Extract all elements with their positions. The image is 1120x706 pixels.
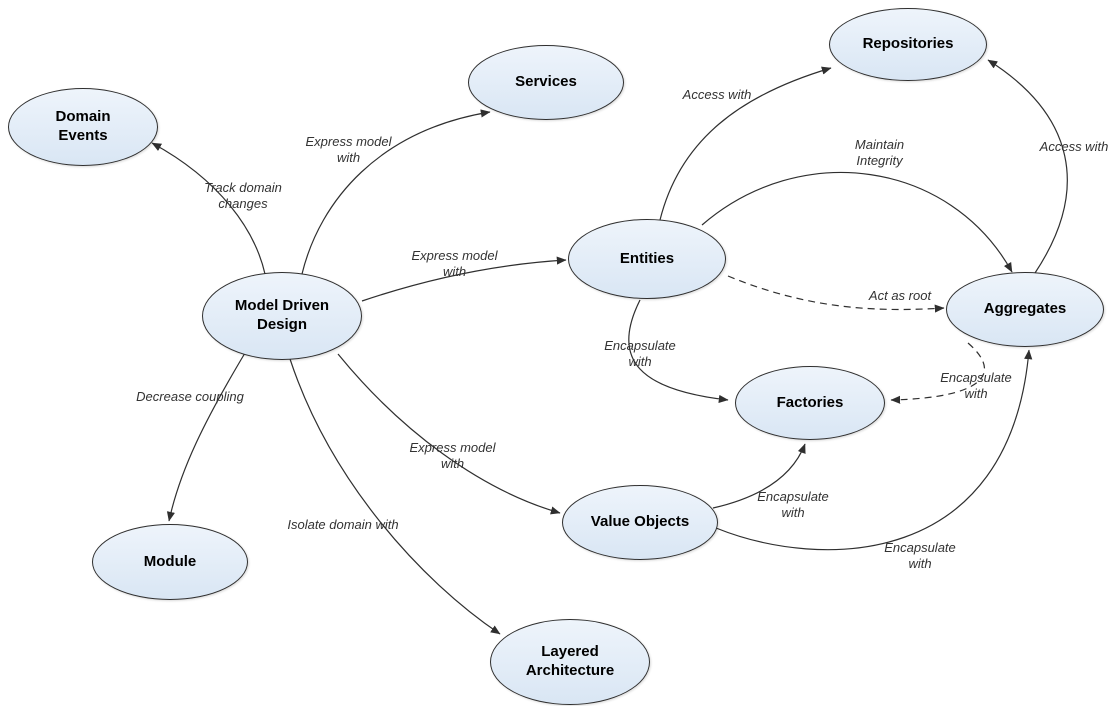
node-label-services: Services [515,73,577,91]
edge-value-objects-to-factories-line [712,443,806,509]
node-module: Module [92,524,248,600]
edge-aggregates-to-factories-line [890,342,986,404]
edge-label-encapsulate-with-aggregates-factories: Encapsulate with [940,370,1012,402]
node-label-value-objects: Value Objects [590,513,690,531]
edge-entities-to-aggregates-maintain-integrity-line [701,171,1013,273]
edge-label-act-as-root: Act as root [868,288,932,303]
edge-label-encapsulate-with-value-objects-aggregates: Encapsulate with [884,540,956,572]
node-domain-events: Domain Events [8,88,158,166]
node-model-driven-design: Model Driven Design [202,272,362,360]
edge-mdd-to-services-line [301,109,491,275]
node-label-model-driven-design: Model Driven Design [234,297,330,333]
edge-label-decrease-coupling: Decrease coupling [136,389,244,404]
edge-entities-to-aggregates-act-as-root-line [727,275,945,313]
node-aggregates: Aggregates [946,272,1104,347]
edge-label-access-with-aggregates: Access with [1039,139,1109,154]
node-services: Services [468,45,624,120]
edge-label-maintain-integrity: Maintain Integrity [854,137,905,169]
edge-label-encapsulate-with-entities-factories: Encapsulate with [604,338,676,370]
node-label-entities: Entities [619,249,675,267]
edge-mdd-to-value-objects-line [337,353,561,515]
edge-mdd-to-entities-line [361,256,567,302]
edge-label-track-domain-changes: Track domain changes [204,180,282,212]
node-entities: Entities [568,219,726,299]
edge-label-express-model-with-services: Express model with [305,134,392,166]
edge-entities-to-repositories-line [659,66,832,221]
edge-label-express-model-with-entities: Express model with [411,248,498,280]
edge-label-isolate-domain-with: Isolate domain with [287,517,399,532]
edge-value-objects-to-aggregates-line [715,349,1033,551]
node-repositories: Repositories [829,8,987,81]
edge-mdd-to-domain-events-line [151,142,266,275]
edge-mdd-to-layered-architecture-line [289,358,501,635]
edge-label-encapsulate-with-value-objects-factories: Encapsulate with [757,489,829,521]
node-layered-architecture: Layered Architecture [490,619,650,705]
edge-mdd-to-module-line [166,352,246,522]
node-label-module: Module [143,552,197,570]
node-label-layered-architecture: Layered Architecture [525,643,615,679]
node-label-domain-events: Domain Events [55,108,111,144]
edge-label-express-model-with-value-objects: Express model with [409,440,496,472]
node-label-aggregates: Aggregates [983,300,1067,318]
node-label-repositories: Repositories [862,35,954,53]
edge-label-access-with-entities: Access with [682,87,752,102]
edge-entities-to-factories-line [628,299,729,404]
node-label-factories: Factories [776,393,844,411]
node-factories: Factories [735,366,885,440]
edge-aggregates-to-repositories-line [987,59,1068,274]
node-value-objects: Value Objects [562,485,718,560]
